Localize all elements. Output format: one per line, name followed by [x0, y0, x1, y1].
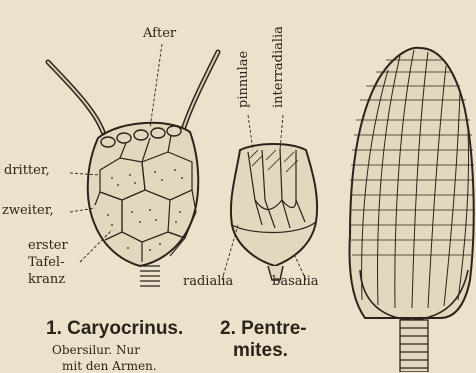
caption-caryocrinus-sub2: mit den Armen.	[62, 359, 157, 373]
caryocrinus-left-arm	[48, 62, 103, 132]
caryocrinus-stem	[140, 266, 160, 286]
label-zweiter: zweiter,	[2, 203, 54, 218]
caption-pentremites-line2: mites.	[233, 340, 288, 362]
label-erster: erster	[28, 238, 68, 253]
label-tafel: Tafel-	[28, 255, 64, 270]
label-kranz: kranz	[28, 272, 65, 287]
label-dritter: dritter,	[4, 163, 50, 178]
label-pinnulae: pinnulae	[236, 51, 251, 108]
caption-pentremites-line1: 2. Pentre-	[220, 318, 307, 340]
label-basalia: basalia	[272, 274, 319, 289]
pentremites-body	[231, 144, 317, 266]
caption-caryocrinus: 1. Caryocrinus.	[46, 318, 183, 340]
label-interradialia: interradialia	[271, 26, 286, 108]
label-radialia: radialia	[183, 274, 233, 289]
label-after: After	[143, 26, 176, 41]
caption-caryocrinus-sub: Obersilur. Nur	[52, 343, 140, 357]
crinoid-stem	[400, 320, 428, 372]
